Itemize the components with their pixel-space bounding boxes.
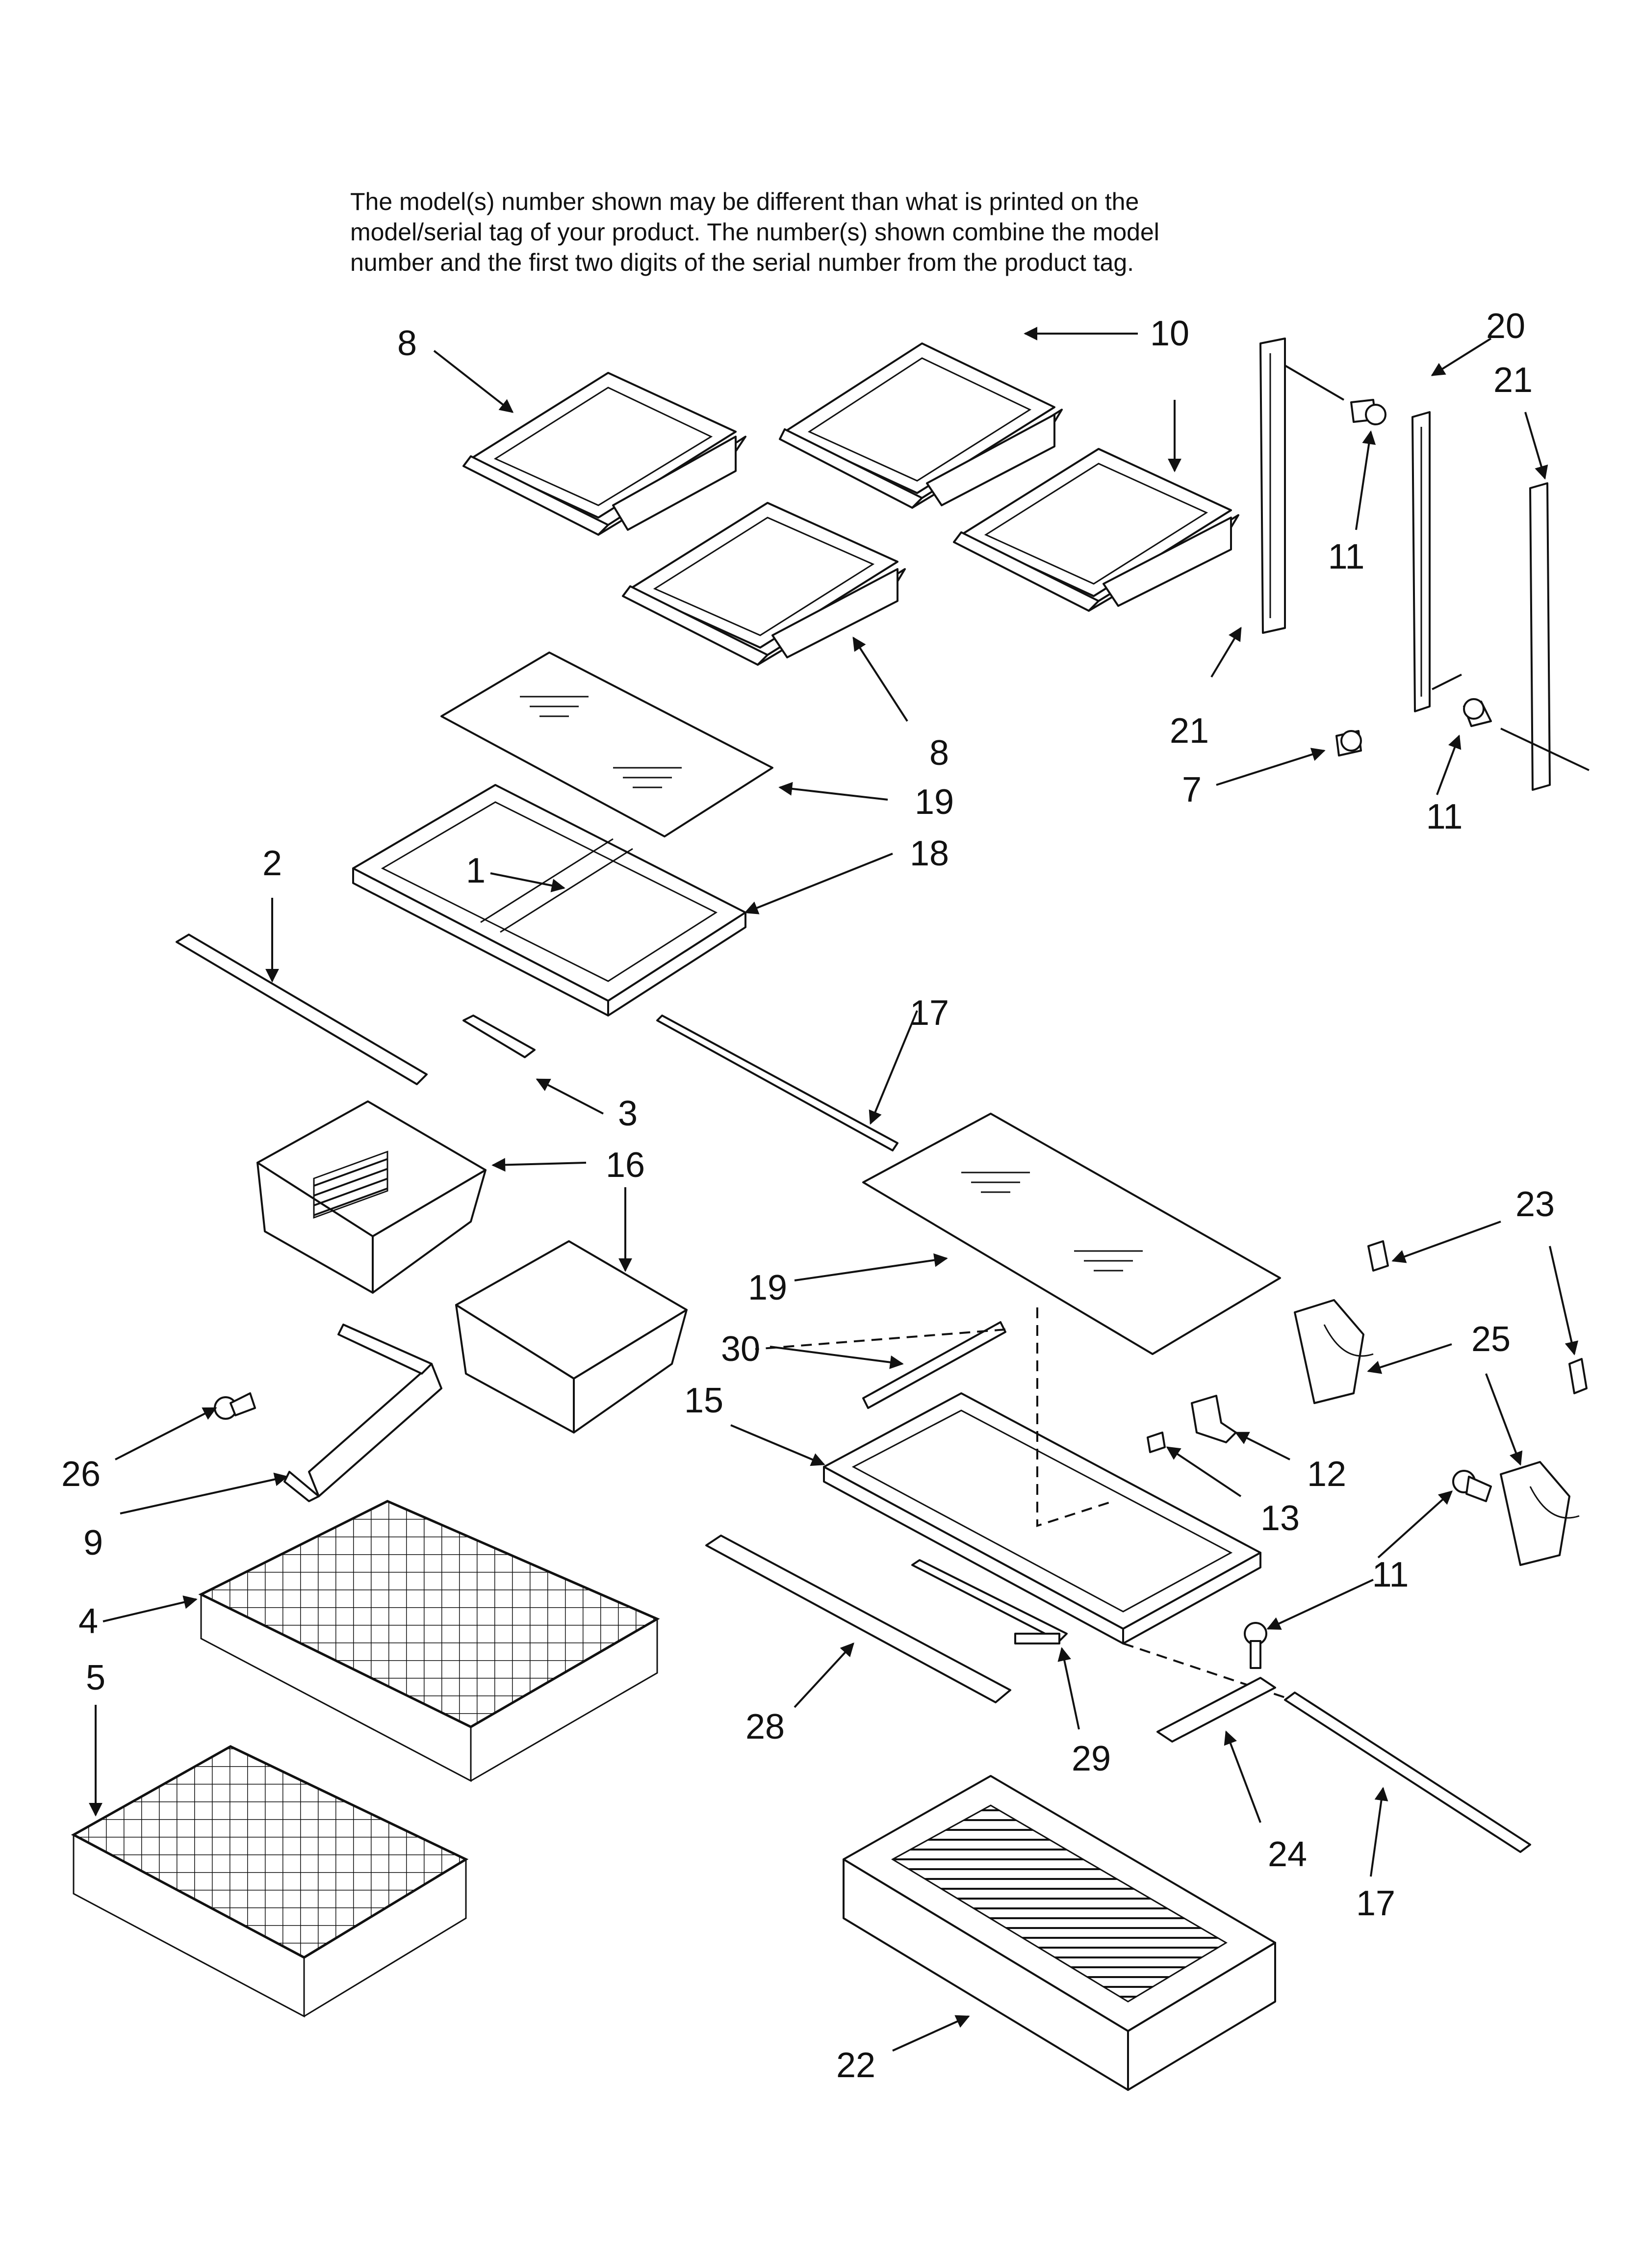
clip-13: [1147, 1432, 1166, 1453]
crisper-drawer-left: [257, 1100, 487, 1294]
wire-basket-lower: [71, 1745, 469, 2018]
callout-19: 19: [748, 1268, 787, 1307]
callout-9: 9: [83, 1523, 103, 1563]
callout-11: 11: [1328, 537, 1365, 576]
shelf-frame-middle: [622, 502, 906, 666]
crisper-cover-frame-lower: [823, 1392, 1261, 1644]
callout-25: 25: [1471, 1320, 1511, 1359]
leader-lines: [89, 327, 1579, 2052]
callout-11: 11: [1372, 1555, 1409, 1594]
shelf-rail-right: [1529, 482, 1551, 791]
crisper-drawer-right: [455, 1240, 688, 1434]
shelf-frame-right: [953, 448, 1239, 612]
trim-clip: [462, 1015, 536, 1058]
callout-5: 5: [86, 1658, 105, 1697]
callout-24: 24: [1268, 1835, 1307, 1874]
callout-18: 18: [910, 834, 949, 873]
support-25-upper: [1294, 1299, 1374, 1404]
screw-11-mid: [1463, 698, 1492, 727]
callout-12: 12: [1307, 1455, 1346, 1494]
callout-17: 17: [1356, 1884, 1395, 1923]
callout-30: 30: [721, 1330, 760, 1369]
model-number-note: The model(s) number shown may be differe…: [350, 188, 1159, 276]
callout-21: 21: [1493, 361, 1533, 400]
shelf-rail-left: [1259, 338, 1286, 634]
bracket-29: [911, 1559, 1068, 1644]
callout-21: 21: [1170, 711, 1209, 751]
clip-23-lower: [1568, 1358, 1588, 1394]
screw-11-lower: [1244, 1622, 1267, 1669]
callout-10: 10: [1150, 314, 1189, 353]
callout-4: 4: [78, 1602, 98, 1641]
trim-28: [705, 1535, 1011, 1703]
bracket-24: [1156, 1677, 1276, 1743]
wire-basket-upper: [198, 1500, 660, 1782]
callout-8: 8: [929, 733, 949, 773]
screw-11-top: [1350, 399, 1386, 425]
callout-16: 16: [606, 1146, 645, 1185]
pantry-drawer: [843, 1775, 1276, 2091]
callout-11: 11: [1426, 797, 1463, 836]
callout-20: 20: [1486, 307, 1525, 346]
callout-7: 7: [1182, 770, 1202, 809]
note-line-3: number and the first two digits of the s…: [350, 249, 1134, 276]
bracket-12: [1191, 1395, 1237, 1443]
callout-23: 23: [1515, 1185, 1555, 1224]
rod-lower: [1284, 1692, 1531, 1853]
screw-26: [214, 1392, 256, 1420]
callout-1: 1: [466, 851, 486, 890]
callout-22: 22: [836, 2046, 875, 2085]
callout-13: 13: [1260, 1499, 1300, 1538]
slide-rail: [862, 1321, 1006, 1409]
trim-strip: [176, 934, 428, 1085]
note-line-1: The model(s) number shown may be differe…: [350, 188, 1139, 215]
callout-17: 17: [910, 993, 949, 1033]
callout-3: 3: [618, 1094, 638, 1133]
shelf-frame-top-left: [462, 372, 746, 536]
screw-11-right: [1452, 1470, 1492, 1502]
callout-26: 26: [61, 1455, 101, 1494]
support-25-lower: [1500, 1461, 1580, 1566]
shelf-rail-bracket: [1411, 411, 1431, 712]
callout-19: 19: [915, 782, 954, 822]
callout-8: 8: [397, 324, 417, 363]
callout-15: 15: [684, 1381, 723, 1420]
screw-7: [1335, 730, 1362, 756]
callout-29: 29: [1072, 1739, 1111, 1778]
note-line-2: model/serial tag of your product. The nu…: [350, 218, 1159, 246]
shelf-frame-top-right: [779, 342, 1063, 509]
clip-23-upper: [1367, 1240, 1389, 1272]
glass-shelf-upper: [440, 652, 773, 837]
rod-upper: [656, 1015, 898, 1151]
crisper-divider: [283, 1324, 442, 1502]
glass-shelf-lower: [862, 1113, 1281, 1355]
callout-2: 2: [262, 844, 282, 883]
callout-28: 28: [745, 1707, 785, 1747]
callout-labels: 8 10 20 21 11 8 19 21 7 11 2 1 18 17 3 1…: [61, 307, 1555, 2085]
